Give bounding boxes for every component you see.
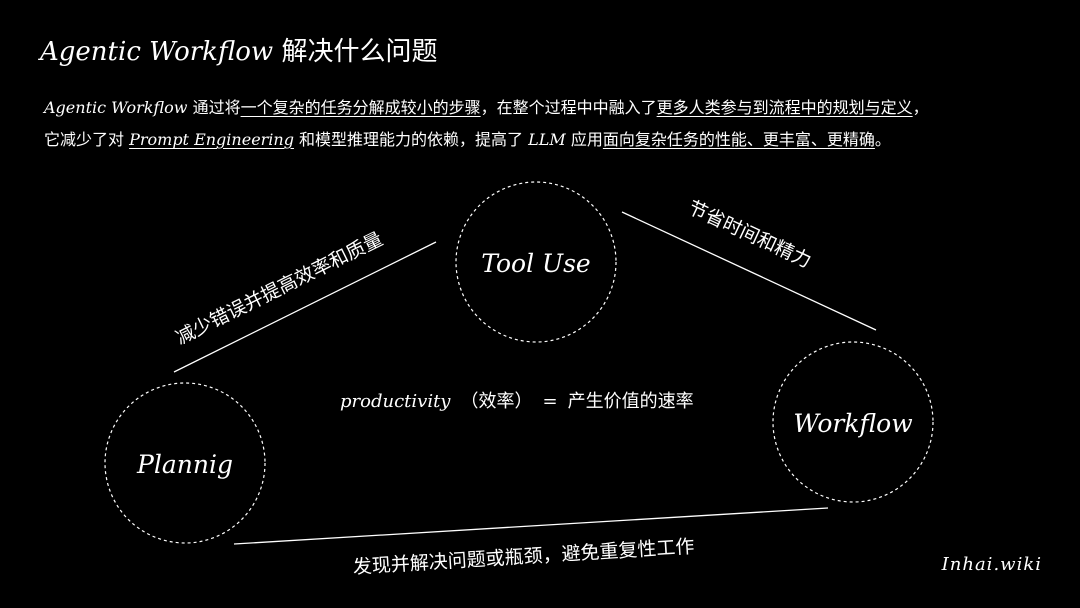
intro-prompt-engineering: Prompt Engineering [129,130,294,149]
edge-line-planning-workflow [233,507,829,545]
edge-line-tool-workflow [621,211,877,331]
intro-text: 和模型推理能力的依赖，提高了 [293,130,529,149]
node-circle-workflow [772,341,934,503]
intro-line-2: 它减少了对 Prompt Engineering 和模型推理能力的依赖，提高了 … [44,124,1054,156]
productivity-meaning: 产生价值的速率 [567,391,694,412]
title-english: Agentic Workflow [40,37,274,67]
brand-watermark: Inhai.wiki [941,554,1042,575]
intro-llm: LLM [528,130,566,149]
title-chinese: 解决什么问题 [281,37,438,67]
node-circle-planning [104,382,266,544]
efficiency-term: （效率） [460,391,533,412]
intro-text: 应用 [565,130,603,149]
intro-text: ， [912,98,929,117]
intro-agentic-workflow: Agentic Workflow [44,98,188,117]
intro-underline-human: 更多人类参与到流程中的规划与定义 [656,98,913,117]
node-label-workflow: Workflow [793,409,912,438]
equals-sign: = [542,391,558,412]
intro-text: 它减少了对 [44,130,130,149]
intro-underline-decompose: 一个复杂的任务分解成较小的步骤 [240,98,481,117]
node-label-tool-use: Tool Use [481,249,590,278]
node-label-planning: Plannig [136,450,233,479]
edge-label-tool-workflow: 节省时间和精力 [685,197,815,273]
intro-text: 。 [874,130,891,149]
productivity-definition: productivity （效率） = 产生价值的速率 [340,388,694,416]
edge-line-planning-tool [173,241,437,373]
productivity-term: productivity [340,391,451,412]
intro-text: ，在整个过程中中融入了 [480,98,657,117]
intro-paragraph: Agentic Workflow 通过将一个复杂的任务分解成较小的步骤，在整个过… [44,92,1054,156]
intro-underline-performance: 面向复杂任务的性能、更丰富、更精确 [602,130,875,149]
node-circle-tool-use [455,181,617,343]
intro-text: 通过将 [187,98,241,117]
page-title: Agentic Workflow 解决什么问题 [40,34,437,70]
edge-label-planning-tool: 减少错误并提高效率和质量 [172,228,386,349]
intro-line-1: Agentic Workflow 通过将一个复杂的任务分解成较小的步骤，在整个过… [44,92,1054,124]
edge-label-planning-workflow: 发现并解决问题或瓶颈，避免重复性工作 [352,536,695,579]
